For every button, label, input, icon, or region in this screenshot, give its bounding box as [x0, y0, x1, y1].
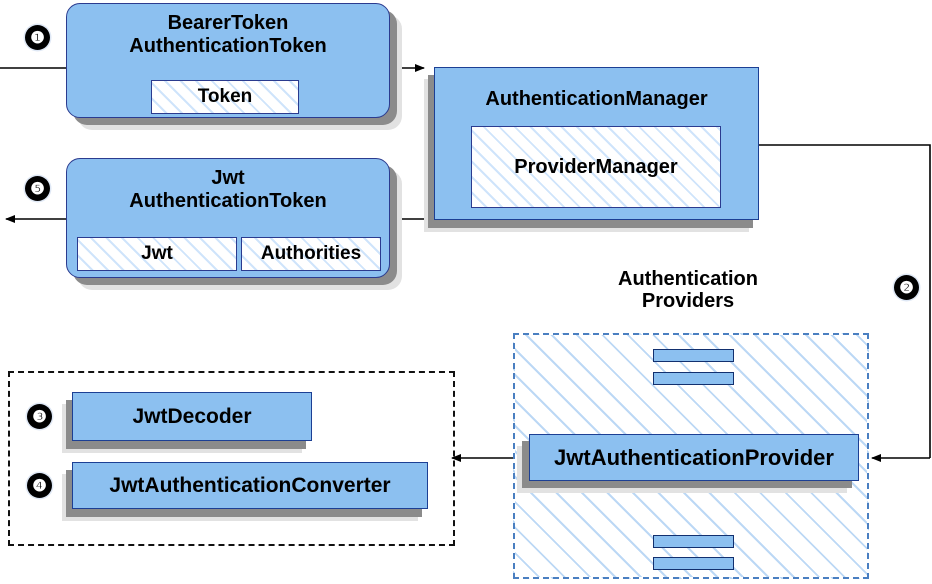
jwt-token-inner-authorities[interactable]: Authorities [241, 237, 381, 271]
jwt-support-beans-group [8, 371, 455, 546]
jwt-token-inner-jwt[interactable]: Jwt [77, 237, 237, 271]
step-marker-4: ❹ [27, 473, 52, 498]
step-marker-2: ❷ [894, 275, 919, 300]
authentication-providers-label-line2: Providers [641, 290, 735, 313]
provider-stub-bottom-2 [653, 557, 734, 570]
step-marker-5: ❺ [25, 176, 50, 201]
jwt-token-title-line2: AuthenticationToken [129, 190, 327, 212]
provider-stub-top-2 [653, 372, 734, 385]
bearer-token-title-line1: BearerToken [167, 12, 289, 34]
node-authentication-manager[interactable]: AuthenticationManager ProviderManager [434, 67, 759, 220]
bearer-token-title-line2: AuthenticationToken [129, 35, 327, 57]
jwt-token-title-line1: Jwt [211, 167, 245, 189]
authentication-providers-label: Authentication Providers [583, 268, 793, 313]
provider-stub-bottom-1 [653, 535, 734, 548]
node-jwt-decoder[interactable]: JwtDecoder [72, 392, 312, 441]
authentication-providers-label-line1: Authentication [618, 268, 758, 290]
node-jwt-authentication-provider[interactable]: JwtAuthenticationProvider [529, 434, 859, 481]
authentication-manager-inner-provider-manager[interactable]: ProviderManager [471, 126, 721, 208]
bearer-token-inner-token[interactable]: Token [151, 80, 299, 114]
step-marker-1: ❶ [25, 25, 50, 50]
step-marker-3: ❸ [27, 404, 52, 429]
node-jwt-authentication-token[interactable]: Jwt AuthenticationToken Jwt Authorities [66, 158, 390, 278]
node-bearer-token-authentication-token[interactable]: BearerToken AuthenticationToken Token [66, 3, 390, 118]
provider-stub-top-1 [653, 349, 734, 362]
node-jwt-authentication-converter[interactable]: JwtAuthenticationConverter [72, 462, 428, 509]
authentication-manager-title: AuthenticationManager [485, 88, 708, 110]
